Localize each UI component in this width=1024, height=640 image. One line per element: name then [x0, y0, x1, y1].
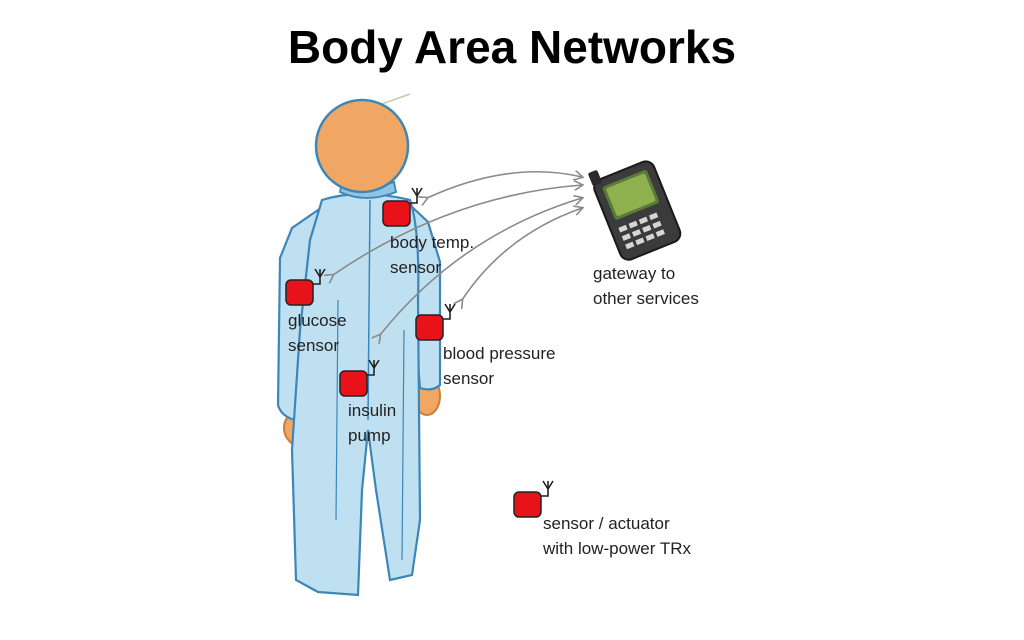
antenna-icon — [313, 268, 326, 285]
legend-sensor-icon — [513, 480, 554, 518]
body-temp-sensor-label: body temp.sensor — [390, 233, 475, 277]
sensor-body-temp — [382, 187, 423, 227]
antenna-icon — [541, 480, 554, 497]
wireless-links — [333, 172, 582, 335]
antenna-icon — [367, 359, 380, 376]
head — [314, 98, 410, 194]
sensor-insulin — [339, 359, 380, 397]
antenna-icon — [410, 187, 423, 204]
sensor-blood-pressure — [415, 303, 456, 341]
antenna-icon — [443, 303, 456, 320]
sensor-glucose — [285, 268, 326, 306]
diagram-title: Body Area Networks — [287, 21, 737, 73]
head-line — [381, 93, 411, 105]
smartphone-icon — [588, 160, 682, 261]
